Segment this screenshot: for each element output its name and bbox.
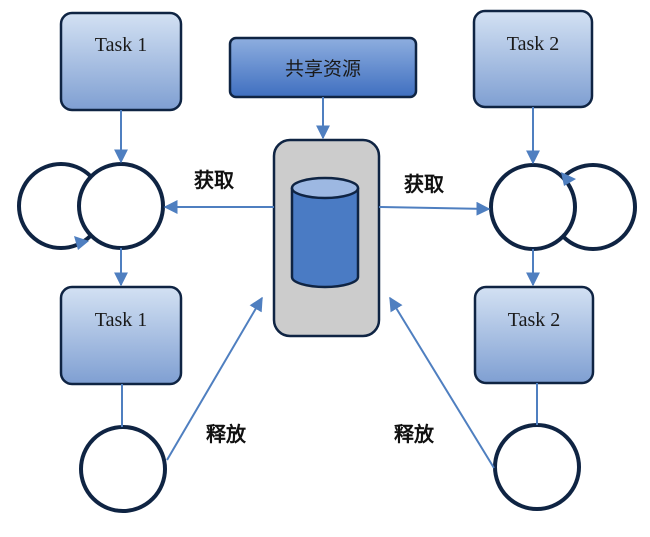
task-label-right-bottom: Task 2 xyxy=(508,309,560,331)
acquire-label-left: 获取 xyxy=(194,168,234,192)
task-box-left-bottom: Task 1 xyxy=(59,285,183,386)
arrow-acquire-right xyxy=(378,201,491,216)
acquire-label-right: 获取 xyxy=(404,172,444,196)
state-circle-left xyxy=(77,162,165,250)
release-circle-right xyxy=(493,423,581,511)
loop-arrowhead-left xyxy=(74,236,89,250)
release-circle-left xyxy=(79,425,167,513)
database-cylinder-icon xyxy=(290,176,360,289)
shared-resource-box: 共享资源 xyxy=(228,36,418,99)
task-box-right-top: Task 2 xyxy=(472,9,594,109)
task-box-left-top: Task 1 xyxy=(59,11,183,112)
release-label-right: 释放 xyxy=(394,422,435,446)
task-label-left-bottom: Task 1 xyxy=(95,309,147,331)
arrow-release-right xyxy=(389,296,495,469)
loop-arrowhead-right xyxy=(561,172,576,186)
task-label-left-top: Task 1 xyxy=(95,34,147,56)
task-label-right-top: Task 2 xyxy=(507,33,559,55)
task-box-right-bottom: Task 2 xyxy=(473,285,595,385)
shared-resource-label: 共享资源 xyxy=(285,58,361,80)
release-label-left: 释放 xyxy=(206,422,247,446)
arrow-release-left xyxy=(166,296,263,461)
